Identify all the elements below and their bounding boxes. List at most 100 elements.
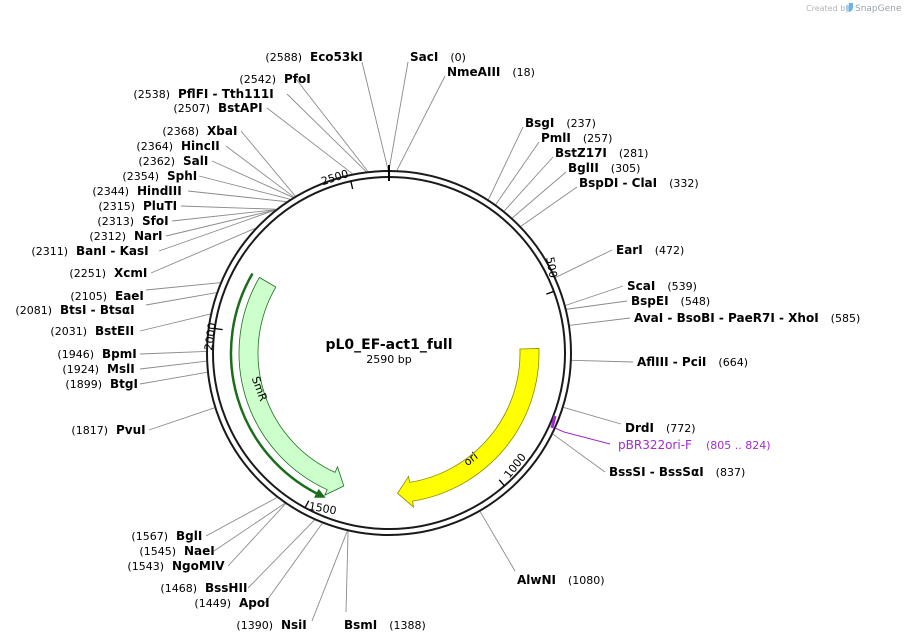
site-bsshii[interactable]: (1468)BssHII	[160, 581, 247, 595]
site-apoi[interactable]: (1449)ApoI	[194, 596, 269, 610]
primer-pbr322ori-f[interactable]: pBR322ori-F (805 .. 824)	[550, 415, 771, 452]
site-saci[interactable]: SacI (0)	[410, 50, 466, 64]
site-bstz17i[interactable]: BstZ17I(281)	[555, 146, 648, 160]
credit-prefix: Created by	[806, 4, 850, 13]
plasmid-name: pL0_EF-act1_full	[325, 337, 452, 353]
site-btsi-bts-i[interactable]: (2081)BtsI - BtsαI	[15, 303, 134, 317]
site-drdi[interactable]: DrdI(772)	[625, 421, 696, 435]
site-nari[interactable]: (2312)NarI	[89, 229, 162, 243]
site-name: BstAPI	[218, 101, 263, 115]
site-position: (1946)	[57, 348, 94, 361]
site-position: (2507)	[173, 102, 210, 115]
site-bani-kasi[interactable]: (2311)BanI - KasI	[31, 244, 148, 258]
site-xbai[interactable]: (2368)XbaI	[162, 124, 237, 138]
site-name: NaeI	[184, 544, 215, 558]
site-leader	[139, 360, 207, 370]
site-leader	[165, 209, 275, 237]
site-name: Eco53kI	[310, 50, 363, 64]
site-leader	[286, 93, 367, 172]
site-leader	[247, 519, 315, 589]
site-sali[interactable]: (2362)SalI	[138, 154, 208, 168]
site-leader	[495, 141, 540, 205]
feature-smr-arrow[interactable]	[238, 276, 345, 496]
site-bspei[interactable]: BspEI(548)	[631, 294, 710, 308]
site-leader	[520, 186, 578, 227]
site-name: EaeI	[115, 289, 144, 303]
site-ngomiv[interactable]: (1543)NgoMIV	[127, 559, 225, 573]
site-leader	[512, 171, 567, 219]
site-name: BglI	[176, 529, 202, 543]
site-leader	[555, 249, 613, 278]
site-nsii[interactable]: (1390)NsiI	[236, 618, 306, 632]
site-position: (2538)	[133, 88, 170, 101]
site-position: (2354)	[122, 170, 159, 183]
site-avai-bsobi-paer7i-xhoi[interactable]: AvaI - BsoBI - PaeR7I - XhoI(585)	[634, 311, 860, 325]
site-position: (2312)	[89, 230, 126, 243]
site-sfoi[interactable]: (2313)SfoI	[97, 214, 168, 228]
site-leader	[552, 433, 606, 473]
site-name: BtsI - BtsαI	[60, 303, 135, 317]
restriction-site-labels: (2588)Eco53kI SacI (0)NmeAIII(18) (2542)Pfo…	[15, 50, 860, 632]
feature-ori-arrow[interactable]	[396, 348, 540, 509]
site-leader	[171, 209, 276, 222]
site-bsteii[interactable]: (2031)BstEII	[50, 324, 134, 338]
site-leader	[213, 502, 285, 552]
site-scai[interactable]: ScaI(539)	[627, 279, 697, 293]
site-name: BspEI	[631, 294, 669, 308]
site-eari[interactable]: EarI(472)	[616, 243, 684, 257]
site-name: ScaI	[627, 279, 655, 293]
site-leader	[180, 205, 276, 210]
site-bsmi[interactable]: BsmI (1388)	[344, 618, 426, 632]
site-pluti[interactable]: (2315)PluTI	[98, 199, 177, 213]
site-name: PmlI	[541, 131, 571, 145]
site-eaei[interactable]: (2105)EaeI	[70, 289, 143, 303]
site-pmli[interactable]: PmlI(257)	[541, 131, 612, 145]
site-name: XbaI	[207, 124, 237, 138]
smr-strand-track-head	[314, 488, 326, 498]
site-leader	[240, 130, 296, 197]
site-nmeaiii[interactable]: NmeAIII(18)	[447, 65, 535, 79]
site-leader	[158, 209, 275, 252]
site-msli[interactable]: (1924)MslI	[62, 362, 134, 376]
site-bpmi[interactable]: (1946)BpmI	[57, 347, 136, 361]
site-position: (1388)	[389, 619, 426, 632]
site-position: (0)	[450, 51, 466, 64]
site-bgli[interactable]: (1567)BglI	[131, 529, 202, 543]
primer-range: (805 .. 824)	[706, 439, 771, 452]
site-bspdi-clai[interactable]: BspDI - ClaI(332)	[579, 176, 699, 190]
tick-label: 2000	[202, 322, 219, 352]
site-leader	[479, 511, 516, 572]
site-pfoi[interactable]: (2542)PfoI	[239, 72, 310, 86]
site-eco53ki[interactable]: (2588)Eco53kI	[265, 50, 362, 64]
primer-name: pBR322ori-F	[618, 438, 692, 452]
site-bstapi[interactable]: (2507) BstAPI	[173, 101, 262, 115]
site-hindiii[interactable]: (2344)HindIII	[92, 184, 181, 198]
site-leader	[145, 282, 221, 291]
site-name: SacI	[410, 50, 438, 64]
site-sphi[interactable]: (2354)SphI	[122, 169, 197, 183]
site-leader	[566, 300, 628, 310]
tick-mark	[304, 500, 310, 508]
site-alwni[interactable]: AlwNI(1080)	[517, 573, 605, 587]
site-xcmi[interactable]: (2251)XcmI	[69, 266, 147, 280]
site-bsgi[interactable]: BsgI(237)	[525, 116, 596, 130]
site-afliii-pcii[interactable]: AflIII - PciI(664)	[637, 355, 748, 369]
site-position: (18)	[512, 66, 535, 79]
site-position: (2315)	[98, 200, 135, 213]
site-pvui[interactable]: (1817)PvuI	[71, 423, 145, 437]
site-name: BssSI - BssSαI	[609, 465, 704, 479]
site-name: BssHII	[205, 581, 247, 595]
smr-strand-track	[229, 272, 318, 495]
tick-mark	[350, 181, 354, 190]
site-hincii[interactable]: (2364)HincII	[136, 139, 219, 153]
site-pflfi-tth111i[interactable]: (2538)PflFI - Tth111I	[133, 87, 273, 101]
site-name: HincII	[181, 139, 220, 153]
site-naei[interactable]: (1545)NaeI	[139, 544, 214, 558]
site-position: (1390)	[236, 619, 273, 632]
site-position: (2311)	[31, 245, 68, 258]
site-btgi[interactable]: (1899)BtgI	[65, 377, 138, 391]
site-bglii[interactable]: BglII(305)	[568, 161, 640, 175]
site-name: XcmI	[114, 266, 147, 280]
site-bsssi-bsss-i[interactable]: BssSI - BssSαI(837)	[609, 465, 745, 479]
site-name: BsmI	[344, 618, 377, 632]
